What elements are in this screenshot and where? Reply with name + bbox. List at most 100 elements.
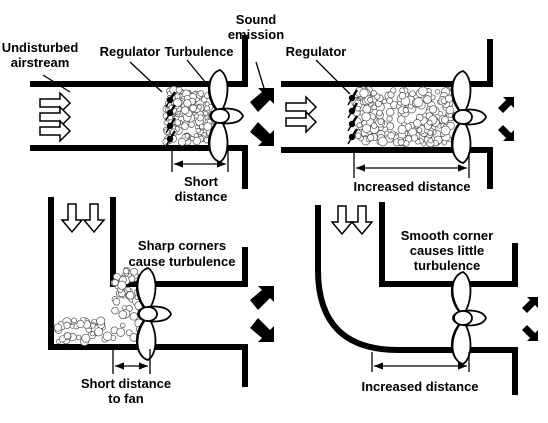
turbulence-bubble xyxy=(427,129,434,136)
turbulence-bubble xyxy=(370,90,377,97)
turbulence-bubble xyxy=(192,136,202,146)
duct-wall-bottom xyxy=(281,147,493,189)
turbulence-bubble xyxy=(367,96,374,103)
turbulence-bubble xyxy=(181,106,190,115)
turbulence-bubble xyxy=(204,105,210,112)
turbulence-bubble xyxy=(125,286,131,293)
turbulence-bubble xyxy=(440,116,449,124)
turbulence-bubble xyxy=(429,105,438,114)
turbulence-bubble xyxy=(387,131,395,140)
turbulence-bubble xyxy=(195,128,201,134)
turbulence-bubble xyxy=(75,334,82,341)
turbulence-bubble xyxy=(397,138,405,146)
turbulence-bubble xyxy=(398,92,407,100)
turbulence-bubble xyxy=(416,127,423,134)
turbulence-bubble xyxy=(418,86,428,96)
turbulence-bubble xyxy=(122,268,130,275)
turbulence-bubble xyxy=(183,99,192,108)
turbulence-bubble xyxy=(386,115,393,122)
turbulence-bubble xyxy=(196,104,202,110)
turbulence-bubble xyxy=(189,104,197,113)
turbulence-bubble xyxy=(413,119,422,128)
turbulence-bubble xyxy=(367,134,375,142)
turbulence-bubble xyxy=(440,125,451,136)
solid-arrow-icon xyxy=(498,97,514,141)
label-regulator: Regulator xyxy=(100,44,161,59)
turbulence-bubble xyxy=(203,110,209,116)
turbulence-bubble xyxy=(126,291,135,300)
turbulence-bubble xyxy=(361,123,372,133)
leader-line xyxy=(186,59,207,84)
turbulence-bubble xyxy=(175,86,183,94)
turbulence-bubble xyxy=(397,125,407,134)
turbulence-bubble xyxy=(447,112,453,118)
turbulence-bubble xyxy=(129,312,138,321)
turbulence-bubble xyxy=(90,331,95,337)
turbulence-bubble xyxy=(189,136,195,141)
turbulence-bubble xyxy=(53,323,62,332)
solid-arrow-icon xyxy=(250,286,274,342)
turbulence-bubble xyxy=(354,132,362,139)
turbulence-bubble xyxy=(130,267,138,276)
turbulence-bubble xyxy=(397,115,406,124)
turbulence-bubble xyxy=(111,279,119,287)
turbulence-bubble xyxy=(96,316,106,326)
turbulence-bubble xyxy=(371,122,378,129)
turbulence-bubble xyxy=(402,107,409,114)
outline-arrow-icon xyxy=(39,92,71,142)
turbulence-bubble xyxy=(184,133,190,139)
label-increased-distance: Increased distance xyxy=(361,379,478,394)
turbulence-bubble xyxy=(71,317,77,324)
turbulence-bubble xyxy=(63,332,71,340)
label-turbulence: Turbulence xyxy=(164,44,233,59)
turbulence-bubble xyxy=(197,90,205,97)
turbulence-bubble xyxy=(69,323,75,329)
turbulence-bubble xyxy=(377,118,385,125)
turbulence-bubble xyxy=(117,280,127,290)
turbulence-bubble xyxy=(94,327,104,337)
turbulence-bubble xyxy=(116,327,126,337)
duct-wall-inner xyxy=(110,197,248,287)
duct-wall-bottom xyxy=(30,145,248,189)
turbulence-bubble xyxy=(381,98,387,104)
turbulence-icon xyxy=(53,266,144,346)
turbulence-bubble xyxy=(128,275,136,283)
turbulence-icon xyxy=(351,86,456,148)
turbulence-bubble xyxy=(177,137,187,146)
turbulence-bubble xyxy=(359,88,369,98)
duct-wall-top xyxy=(30,35,248,87)
turbulence-bubble xyxy=(361,112,371,122)
solid-arrow-icon xyxy=(522,297,538,341)
duct-wall-outer-curved xyxy=(315,205,518,395)
leader-line xyxy=(129,61,163,93)
leader-line xyxy=(255,61,265,89)
turbulence-bubble xyxy=(163,120,169,126)
turbulence-bubble xyxy=(426,119,433,126)
label-increased-distance: Increased distance xyxy=(353,179,470,194)
turbulence-bubble xyxy=(434,89,441,95)
turbulence-bubble xyxy=(188,121,195,128)
leader-line xyxy=(42,74,71,93)
turbulence-bubble xyxy=(203,122,212,131)
solid-arrow-icon xyxy=(250,88,274,146)
turbulence-bubble xyxy=(386,108,395,117)
turbulence-bubble xyxy=(111,306,119,315)
leader-line xyxy=(315,59,351,95)
turbulence-bubble xyxy=(371,104,377,110)
turbulence-bubble xyxy=(90,323,96,329)
turbulence-bubble xyxy=(409,90,416,97)
turbulence-bubble xyxy=(356,122,363,128)
turbulence-bubble xyxy=(118,310,128,319)
turbulence-bubble xyxy=(377,136,388,147)
outline-arrow-icon xyxy=(331,205,373,235)
turbulence-bubble xyxy=(423,95,432,104)
